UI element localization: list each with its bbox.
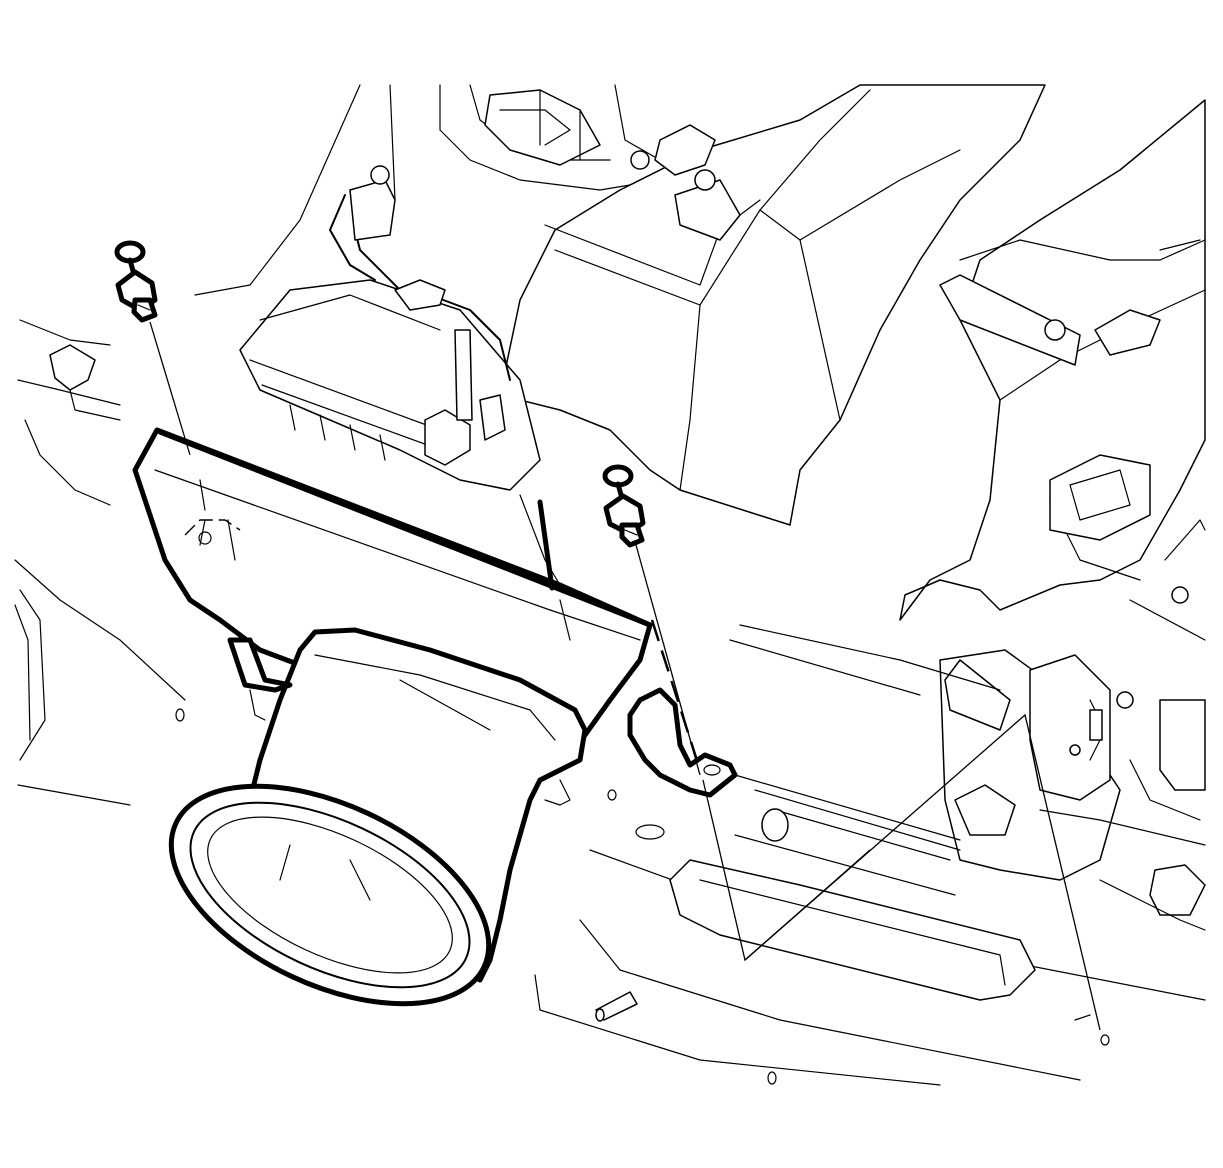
- background-structure: [14, 84, 1206, 1086]
- air-duct: [132, 427, 738, 1007]
- push-pin-retainer-right: [602, 464, 646, 548]
- push-pin-retainer-left: [114, 240, 158, 323]
- leader-lines: [149, 321, 1101, 1031]
